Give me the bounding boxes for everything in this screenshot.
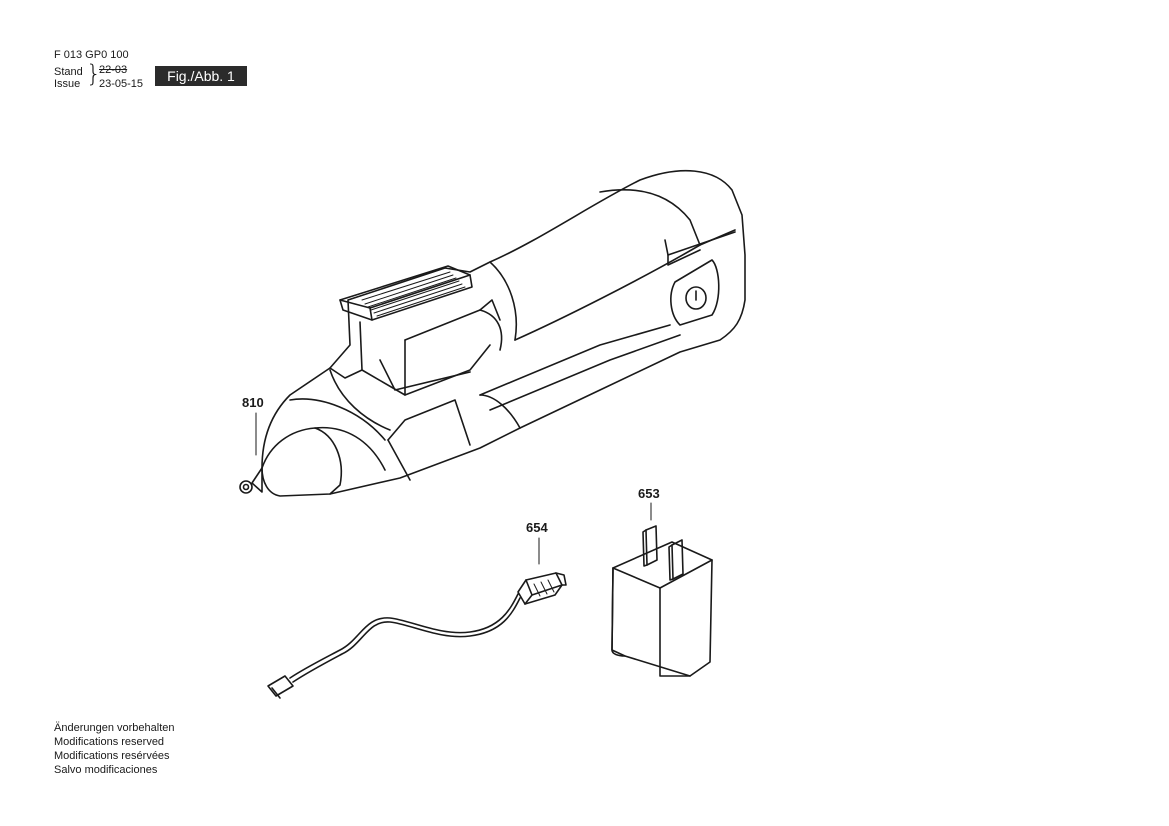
footer-line-german: Änderungen vorbehalten [54,722,175,734]
footer-line-french: Modifications resérvées [54,750,170,762]
issue-date: 23-05-15 [99,78,144,90]
date-brace: } [86,60,102,88]
figure-label: Fig./Abb. 1 [155,66,247,86]
power-adapter-drawing [611,525,713,677]
callout-653: 653 [638,486,660,501]
callout-810: 810 [242,395,264,410]
footer-line-spanish: Salvo modificaciones [54,764,158,776]
stand-label: Stand [54,66,83,78]
issue-label: Issue [54,78,81,90]
part-number: F 013 GP0 100 [54,49,129,61]
glue-gun-drawing [239,169,746,497]
footer-notes: Änderungen vorbehalten Modifications res… [54,721,174,777]
callout-654: 654 [526,520,548,535]
footer-line-english: Modifications reserved [54,736,165,748]
stand-date: 22-03 [99,64,128,76]
usb-cable-drawing [267,572,567,699]
